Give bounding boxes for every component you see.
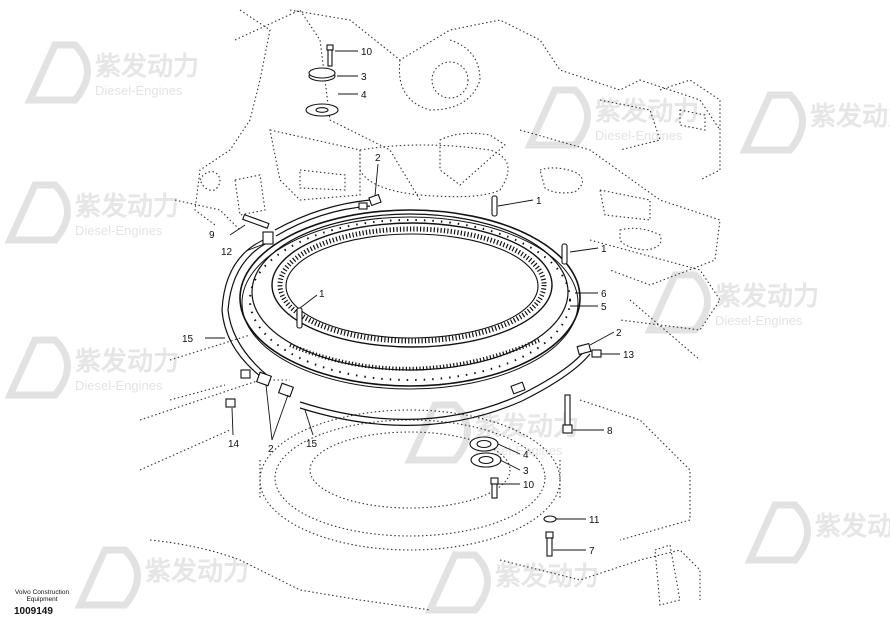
fitting-2-right (576, 342, 592, 356)
ring-gear-teeth (277, 226, 547, 344)
callout-14: 14 (228, 439, 240, 450)
lower-bolt-10 (490, 477, 499, 499)
leader-lines (205, 50, 620, 551)
long-bolt-8 (562, 394, 573, 434)
ring-outer-edge (239, 209, 581, 387)
watermark-brand-text: 紫发动力 (595, 96, 699, 126)
callout-4-top: 4 (361, 90, 367, 101)
watermark-logo-4: 紫发动力 (739, 91, 890, 154)
watermark-logo-7: 紫发动力 Diesel-Engines (404, 401, 579, 464)
pin-1-right (561, 243, 568, 265)
top-bolt-10 (326, 44, 334, 67)
slewing-ring (239, 209, 581, 390)
callout-8: 8 (607, 426, 613, 437)
callout-2-left: 2 (268, 444, 274, 455)
grease-hoses (221, 199, 591, 426)
upper-frame-outline (174, 9, 721, 331)
clamp-12 (262, 231, 274, 245)
manufacturer-line-2: Equipment (26, 596, 58, 603)
pin-1-inner (296, 307, 303, 329)
connector-14 (240, 369, 251, 379)
ring-gear-inner (285, 233, 539, 339)
watermark-logo-5: 紫发动力 Diesel-Engines (644, 271, 819, 334)
watermark-brand-text: 紫发动力 (145, 556, 249, 586)
callout-3-top: 3 (361, 72, 367, 83)
callout-7: 7 (589, 546, 595, 557)
callout-2-right: 2 (616, 328, 622, 339)
watermark-logo-8: 紫发动力 (744, 501, 890, 564)
ring-bolt-holes (249, 219, 571, 381)
drawing-reference-number: 1009149 (14, 606, 53, 617)
watermark-layer: 紫发动力 Diesel-Engines 紫发动力 Diesel-Engines … (4, 41, 890, 614)
watermark-logo-2: 紫发动力 Diesel-Engines (524, 86, 699, 149)
callout-2-top: 2 (375, 153, 381, 164)
nipple-14 (225, 398, 236, 408)
watermark-brand-text: 紫发动力 (75, 346, 179, 376)
callout-6: 6 (601, 289, 607, 300)
callout-3-lower: 3 (523, 466, 529, 477)
watermark-sub-text: Diesel-Engines (75, 223, 163, 238)
callout-4-lower: 4 (523, 450, 529, 461)
callout-labels: 10 3 4 2 1 9 12 1 6 5 1 15 2 13 2 14 15 … (182, 47, 635, 557)
pin-1-upper (491, 195, 498, 217)
watermark-brand-text: 紫发动力 (810, 101, 890, 131)
callout-11: 11 (589, 515, 600, 526)
callout-10-top: 10 (361, 47, 373, 58)
watermark-brand-text: 紫发动力 (95, 51, 199, 81)
watermark-logo-1: 紫发动力 Diesel-Engines (24, 41, 199, 104)
watermark-logo-9: 紫发动力 (74, 546, 249, 609)
watermark-brand-text: 紫发动力 (815, 511, 890, 541)
callout-15-bottom: 15 (306, 439, 318, 450)
callout-1-right: 1 (601, 244, 607, 255)
callout-10-lower: 10 (523, 480, 535, 491)
ring-gear-outer (271, 222, 553, 348)
nipple-13 (591, 349, 602, 358)
manufacturer-label: Volvo Construction Equipment (14, 589, 70, 603)
watermark-brand-text: 紫发动力 (75, 191, 179, 221)
callout-15-left: 15 (182, 334, 194, 345)
watermark-logo-10: 紫发动力 (424, 551, 599, 614)
fitting-2-bottom (510, 381, 526, 395)
callout-1-inner: 1 (319, 289, 325, 300)
watermark-brand-text: 紫发动力 (715, 281, 819, 311)
watermark-sub-text: Diesel-Engines (715, 313, 803, 328)
watermark-sub-text: Diesel-Engines (75, 378, 163, 393)
fitting-2-top (358, 193, 382, 210)
callout-1-upper: 1 (536, 196, 542, 207)
watermark-logo-3: 紫发动力 Diesel-Engines (4, 181, 179, 244)
ring-lower-teeth (289, 338, 541, 371)
washer-11 (543, 515, 557, 523)
watermark-brand-text: 紫发动力 (495, 561, 599, 591)
watermark-sub-text: Diesel-Engines (595, 128, 683, 143)
fitting-2-left-a (255, 371, 273, 387)
callout-5: 5 (601, 302, 607, 313)
ring-outer-edge-lower (241, 216, 579, 390)
manufacturer-line-1: Volvo Construction (14, 589, 70, 596)
callout-9: 9 (209, 230, 215, 241)
callout-12: 12 (221, 247, 233, 258)
bolt-9 (242, 213, 270, 229)
watermark-sub-text: Diesel-Engines (95, 83, 183, 98)
fitting-2-left-b (277, 382, 295, 398)
lower-frame-outline (139, 299, 701, 611)
bolt-7 (545, 531, 554, 557)
callout-13: 13 (623, 350, 635, 361)
watermark-logo-6: 紫发动力 Diesel-Engines (4, 336, 179, 399)
